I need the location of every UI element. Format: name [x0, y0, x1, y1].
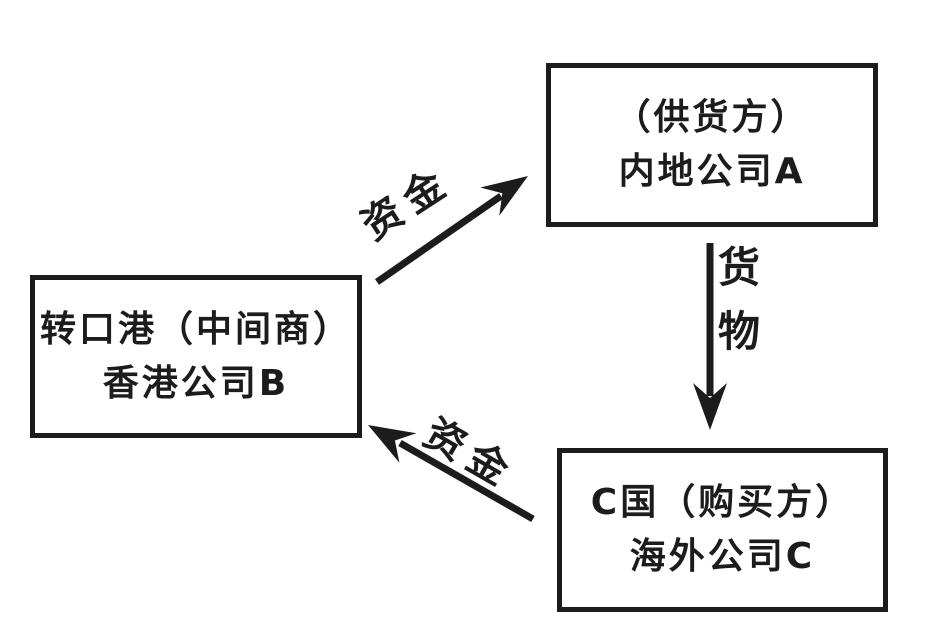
funds-arrow-b-to-a-icon [375, 176, 528, 285]
supplier-node: （供货方） 内地公司A [546, 63, 878, 227]
goods-label-a-to-c: 货 物 [717, 243, 761, 356]
middleman-node: 转口港（中间商） 香港公司B [30, 275, 362, 438]
goods-arrow-a-to-c-icon [693, 243, 727, 430]
buyer-company-label: 海外公司C [629, 536, 816, 577]
supplier-role-label: （供货方） [614, 97, 810, 139]
buyer-node: C国（购买方） 海外公司C [557, 448, 888, 612]
middleman-company-label: 香港公司B [102, 362, 290, 404]
buyer-role-label: C国（购买方） [590, 482, 855, 524]
middleman-role-label: 转口港（中间商） [39, 308, 352, 350]
funds-arrow-c-to-b-icon [368, 425, 535, 523]
supplier-company-label: 内地公司A [618, 151, 806, 192]
